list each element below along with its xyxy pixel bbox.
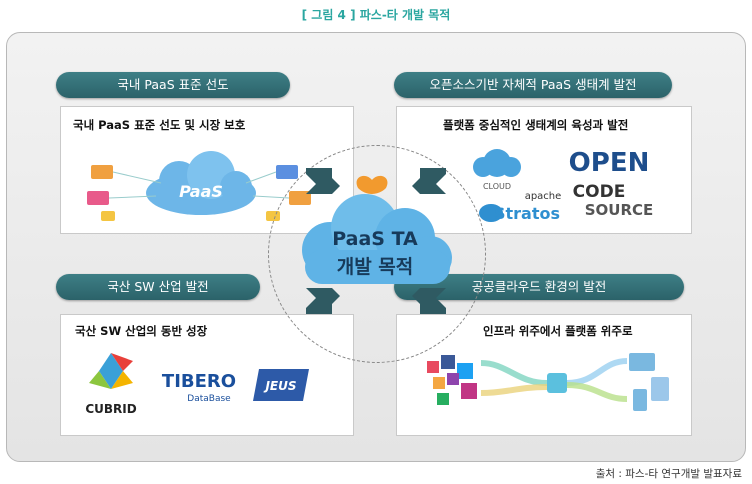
source-note: 출처 : 파스-타 연구개발 발표자료 [595, 468, 742, 480]
heading-opensource-ecosystem: 플랫폼 중심적인 생태계의 육성과 발전 [443, 118, 629, 132]
heading-public-cloud: 인프라 위주에서 플랫폼 위주로 [483, 324, 633, 338]
korean-sw-logos: CUBRID TIBERO DataBase JEUS [85, 353, 309, 416]
paas-cloud-illustration: PaaS [87, 151, 311, 221]
heading-korean-sw: 국산 SW 산업의 동반 성장 [75, 324, 208, 338]
figure-title: [ 그림 4 ] 파스-타 개발 목적 [301, 8, 451, 22]
center-title-line2: 개발 목적 [336, 256, 414, 278]
cubrid-logo-text: CUBRID [85, 402, 136, 416]
center-title-line1: PaaS TA [332, 228, 418, 250]
tibero-logo-text: TIBERO [162, 371, 236, 392]
paas-cloud-label: PaaS [179, 182, 223, 201]
pill-korean-sw: 국산 SW 산업 발전 [56, 274, 260, 300]
code-logo-text: CODE [573, 182, 626, 202]
jeus-logo-text: JEUS [263, 379, 296, 393]
cloud-logo-text: CLOUD [483, 182, 511, 191]
source-logo-text: SOURCE [585, 201, 654, 219]
box-paas-standard: 국내 PaaS 표준 선도 및 시장 보호 PaaS [60, 106, 354, 234]
open-logo-text: OPEN [569, 148, 650, 178]
apache-logo-text: apache [525, 191, 562, 202]
pill-opensource-ecosystem: 오픈소스기반 자체적 PaaS 생태계 발전 [394, 72, 672, 98]
pill-paas-standard: 국내 PaaS 표준 선도 [56, 72, 290, 98]
tibero-sub-text: DataBase [187, 394, 231, 404]
opensource-logos: CLOUD apache Stratos OPEN CODE SOURCE [473, 148, 654, 223]
heading-paas-standard: 국내 PaaS 표준 선도 및 시장 보호 [73, 118, 246, 132]
stratos-logo-text: Stratos [494, 204, 560, 223]
infra-to-platform-illustration [427, 353, 669, 411]
center-dashed-circle [268, 145, 486, 363]
